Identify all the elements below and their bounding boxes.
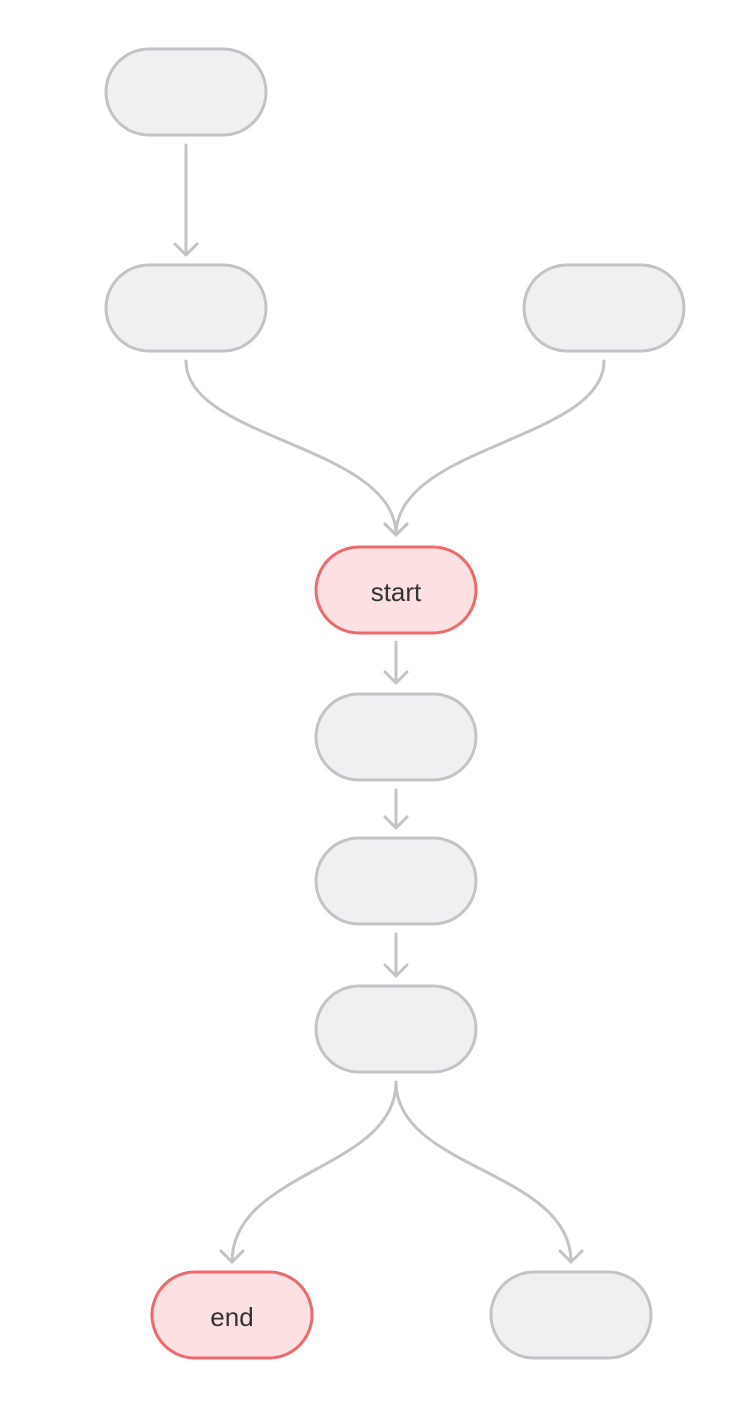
node-label: start — [371, 577, 422, 607]
arrow-head-icon — [383, 815, 409, 830]
node-shape — [522, 263, 686, 353]
edge-n7-to-end — [219, 1080, 398, 1264]
edge-n2-to-start — [184, 359, 409, 537]
edge-line — [394, 359, 606, 537]
node-end: end — [150, 1270, 314, 1360]
arrow-head-icon — [219, 1249, 245, 1264]
node-start: start — [314, 545, 478, 635]
node-n2 — [104, 263, 268, 353]
nodes-layer: start end — [104, 47, 686, 1360]
edge-n5-to-n6 — [383, 788, 409, 830]
node-n1 — [104, 47, 268, 137]
node-shape — [314, 545, 478, 635]
arrow-head-icon — [558, 1249, 584, 1264]
node-label: end — [210, 1302, 253, 1332]
edge-n6-to-n7 — [383, 932, 409, 978]
node-shape — [104, 47, 268, 137]
arrow-head-icon — [383, 670, 409, 685]
node-shape — [314, 984, 478, 1074]
arrow-head-icon — [383, 963, 409, 978]
node-shape — [314, 692, 478, 782]
node-n9 — [489, 1270, 653, 1360]
edge-line — [184, 359, 398, 537]
arrow-head-icon — [383, 522, 409, 537]
edge-line — [230, 1080, 398, 1264]
node-n5 — [314, 692, 478, 782]
node-n7 — [314, 984, 478, 1074]
edge-n7-to-n9 — [394, 1080, 584, 1264]
node-shape — [150, 1270, 314, 1360]
node-shape — [314, 836, 478, 926]
edge-n3-to-start — [383, 359, 606, 537]
arrow-head-icon — [173, 242, 199, 257]
edge-start-to-n5 — [383, 640, 409, 685]
edge-line — [394, 1080, 573, 1264]
node-n6 — [314, 836, 478, 926]
node-n3 — [522, 263, 686, 353]
node-shape — [489, 1270, 653, 1360]
edges-layer — [173, 143, 606, 1264]
node-shape — [104, 263, 268, 353]
edge-n1-to-n2 — [173, 143, 199, 257]
